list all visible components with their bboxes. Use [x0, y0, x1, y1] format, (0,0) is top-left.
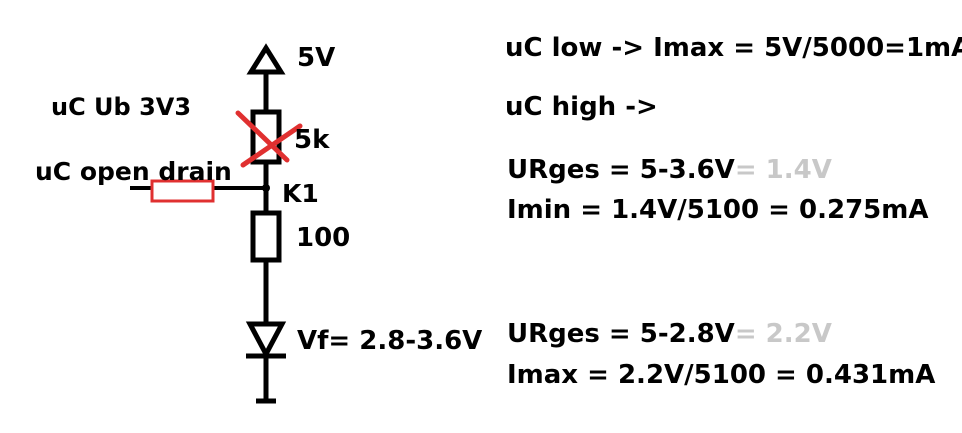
case2-urges: URges = 5-2.8V: [507, 319, 735, 349]
case2-current: Imax = 2.2V/5100 = 0.431mA: [507, 360, 935, 390]
series-resistor-label: 100: [296, 223, 350, 253]
case1-urges: URges = 5-3.6V: [507, 155, 735, 185]
supply-arrow-symbol: [246, 43, 286, 112]
led-symbol: [245, 321, 287, 360]
strike-through-mark: [235, 110, 303, 168]
case1-current: Imin = 1.4V/5100 = 0.275mA: [507, 195, 928, 225]
series-resistor-symbol: [250, 210, 282, 263]
mcu-supply-label: uC Ub 3V3: [51, 93, 191, 121]
input-label: uC open drain: [35, 157, 232, 186]
input-resistor-symbol: [150, 179, 215, 203]
note-line2: uC high ->: [505, 92, 658, 122]
led-label: Vf= 2.8-3.6V: [297, 326, 482, 356]
supply-label: 5V: [297, 43, 335, 73]
ground-wire: [256, 356, 276, 404]
pullup-label: 5k: [294, 125, 330, 155]
node-label: K1: [282, 179, 319, 208]
junction-dot: [262, 184, 270, 192]
case2-urges-result: = 2.2V: [735, 319, 832, 349]
note-line1: uC low -> Imax = 5V/5000=1mA: [505, 33, 962, 63]
case1-urges-line: URges = 5-3.6V= 1.4V: [507, 155, 832, 185]
case2-urges-line: URges = 5-2.8V= 2.2V: [507, 319, 832, 349]
case1-urges-result: = 1.4V: [735, 155, 832, 185]
